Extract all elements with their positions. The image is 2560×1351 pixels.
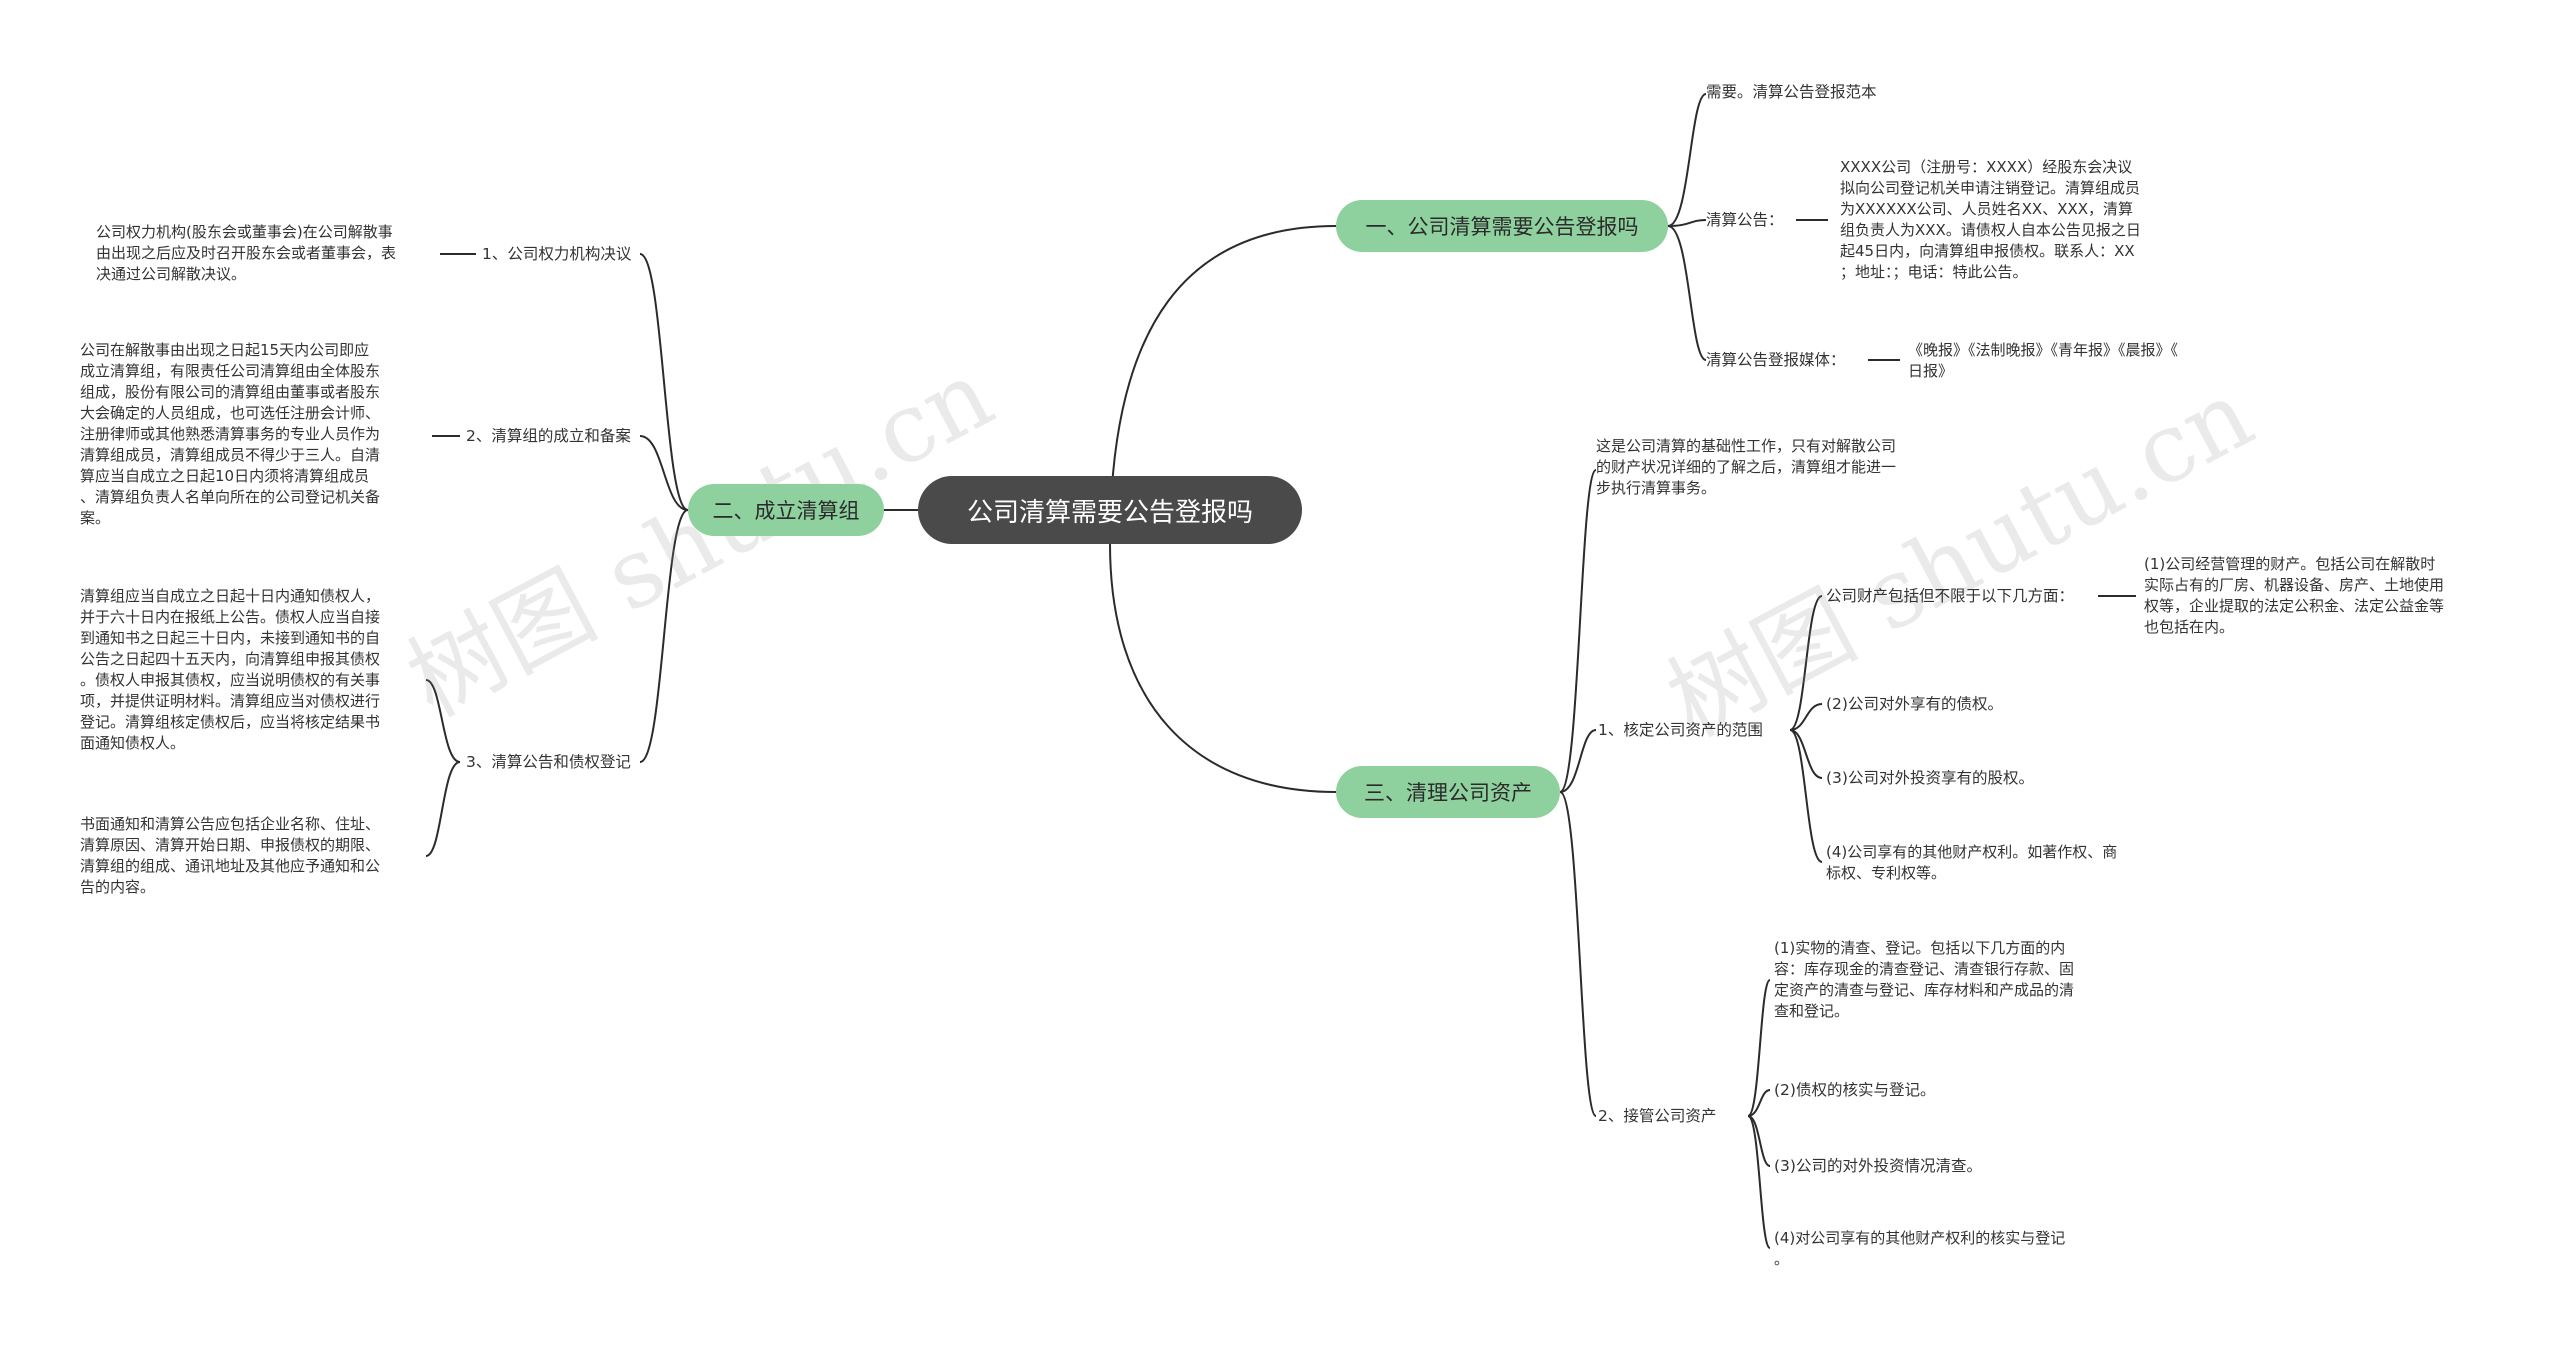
notice-label[interactable]: 清算公告： [1706, 211, 1784, 229]
link-b2-sub2 [639, 435, 689, 511]
link-b3-scope [1559, 729, 1597, 793]
link-b3-takeover [1559, 791, 1597, 1117]
notice-text[interactable]: XXXX公司（注册号：XXXX）经股东会决议 拟向公司登记机关申请注销登记。清算… [1840, 158, 2141, 281]
sub-announce-text-2[interactable]: 书面通知和清算公告应包括企业名称、住址、 清算原因、清算开始日期、申报债权的期限… [80, 815, 381, 896]
branch-3-intro[interactable]: 这是公司清算的基础性工作，只有对解散公司 的财产状况详细的了解之后，清算组才能进… [1596, 437, 1897, 497]
link-scope-item2 [1789, 703, 1823, 731]
link-scope-item3 [1789, 729, 1823, 779]
link-b2-sub3 [639, 509, 689, 763]
branch-2-topic[interactable]: 二、成立清算组 [688, 484, 884, 536]
link-root-branch1 [1109, 225, 1337, 545]
scope-label[interactable]: 1、核定公司资产的范围 [1598, 721, 1763, 739]
branch-1-topic[interactable]: 一、公司清算需要公告登报吗 [1336, 200, 1668, 252]
link-b3-intro [1559, 469, 1597, 793]
includes-label[interactable]: 公司财产包括但不限于以下几方面： [1826, 587, 2075, 605]
takeover-item-3[interactable]: (3)公司的对外投资情况清查。 [1774, 1157, 1982, 1175]
sub-decision-label[interactable]: 1、公司权力机构决议 [482, 245, 632, 263]
sub-announce-label[interactable]: 3、清算公告和债权登记 [466, 753, 631, 771]
link-scope-item4 [1789, 729, 1823, 863]
sub-formation-label[interactable]: 2、清算组的成立和备案 [466, 427, 631, 445]
takeover-item-1[interactable]: (1)实物的清查、登记。包括以下几方面的内 容：库存现金的清查登记、清查银行存款… [1774, 939, 2075, 1020]
takeover-item-4[interactable]: (4)对公司享有的其他财产权利的核实与登记 。 [1774, 1229, 2066, 1268]
link-root-branch3 [1109, 543, 1337, 793]
sub-decision-text[interactable]: 公司权力机构(股东会或董事会)在公司解散事 由出现之后应及时召开股东会或者董事会… [96, 223, 397, 283]
scope-item-2[interactable]: (2)公司对外享有的债权。 [1826, 695, 2003, 713]
link-sub3-text1 [425, 679, 461, 763]
link-takeover-item3 [1747, 1115, 1771, 1167]
link-b2-sub1 [639, 253, 689, 511]
sub-announce-text-1[interactable]: 清算组应当自成立之日起十日内通知债权人， 并于六十日内在报纸上公告。债权人应当自… [80, 587, 381, 752]
takeover-label[interactable]: 2、接管公司资产 [1598, 1107, 1717, 1125]
root-topic[interactable]: 公司清算需要公告登报吗 [918, 476, 1302, 544]
link-takeover-item1 [1747, 979, 1771, 1117]
link-b1-answer [1667, 93, 1707, 227]
branch-3-topic[interactable]: 三、清理公司资产 [1336, 766, 1560, 818]
link-scope-includes [1789, 595, 1823, 731]
media-text[interactable]: 《晚报》《法制晚报》《青年报》《晨报》《 日报》 [1908, 341, 2179, 380]
branch-1-answer[interactable]: 需要。清算公告登报范本 [1706, 83, 1877, 101]
link-sub3-text2 [425, 761, 461, 857]
scope-item-3[interactable]: (3)公司对外投资享有的股权。 [1826, 769, 2034, 787]
link-takeover-item2 [1747, 1089, 1771, 1117]
link-b1-media [1667, 225, 1707, 361]
link-takeover-item4 [1747, 1115, 1771, 1249]
link-b1-notice [1667, 219, 1707, 227]
sub-formation-text[interactable]: 公司在解散事由出现之日起15天内公司即应 成立清算组，有限责任公司清算组由全体股… [80, 341, 381, 527]
media-label[interactable]: 清算公告登报媒体： [1706, 351, 1846, 369]
includes-text[interactable]: (1)公司经营管理的财产。包括公司在解散时 实际占有的厂房、机器设备、房产、土地… [2144, 555, 2445, 636]
scope-item-4[interactable]: (4)公司享有的其他财产权利。如著作权、商 标权、专利权等。 [1826, 843, 2118, 882]
takeover-item-2[interactable]: (2)债权的核实与登记。 [1774, 1081, 1936, 1099]
